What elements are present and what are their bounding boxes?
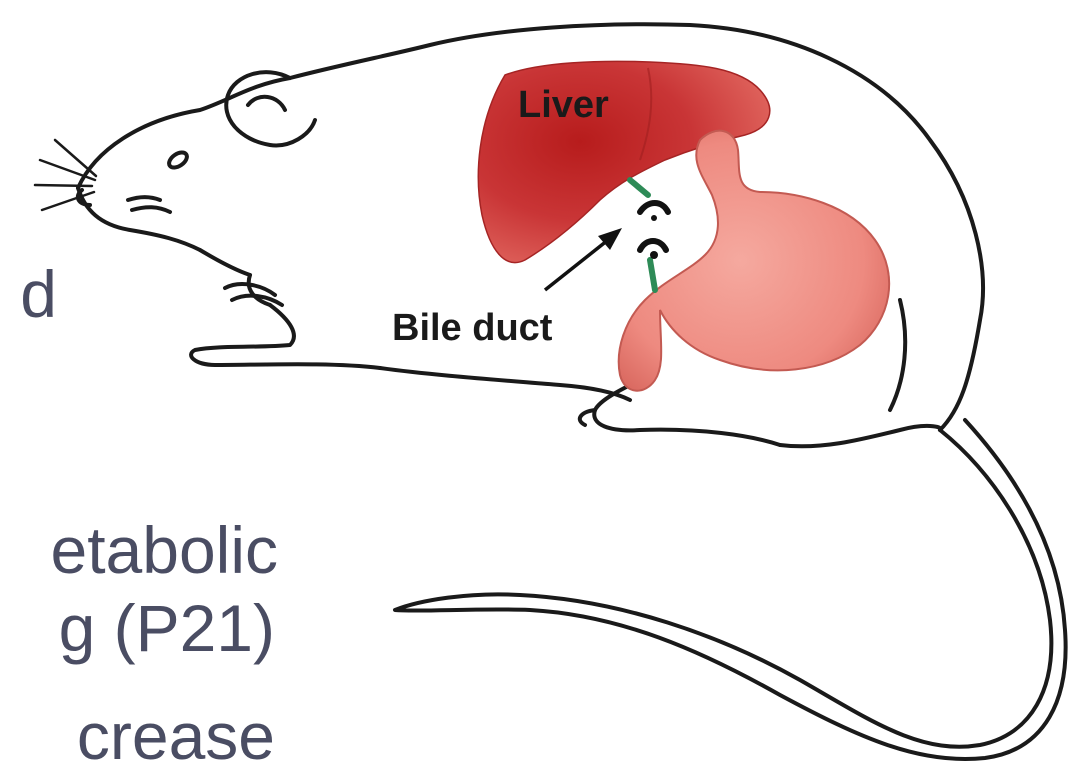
liver-label: Liver <box>518 84 609 126</box>
bile-duct <box>630 180 655 290</box>
bile-duct-label: Bile duct <box>392 307 553 349</box>
stomach-shape <box>619 131 889 391</box>
ligature-marks <box>640 203 668 250</box>
